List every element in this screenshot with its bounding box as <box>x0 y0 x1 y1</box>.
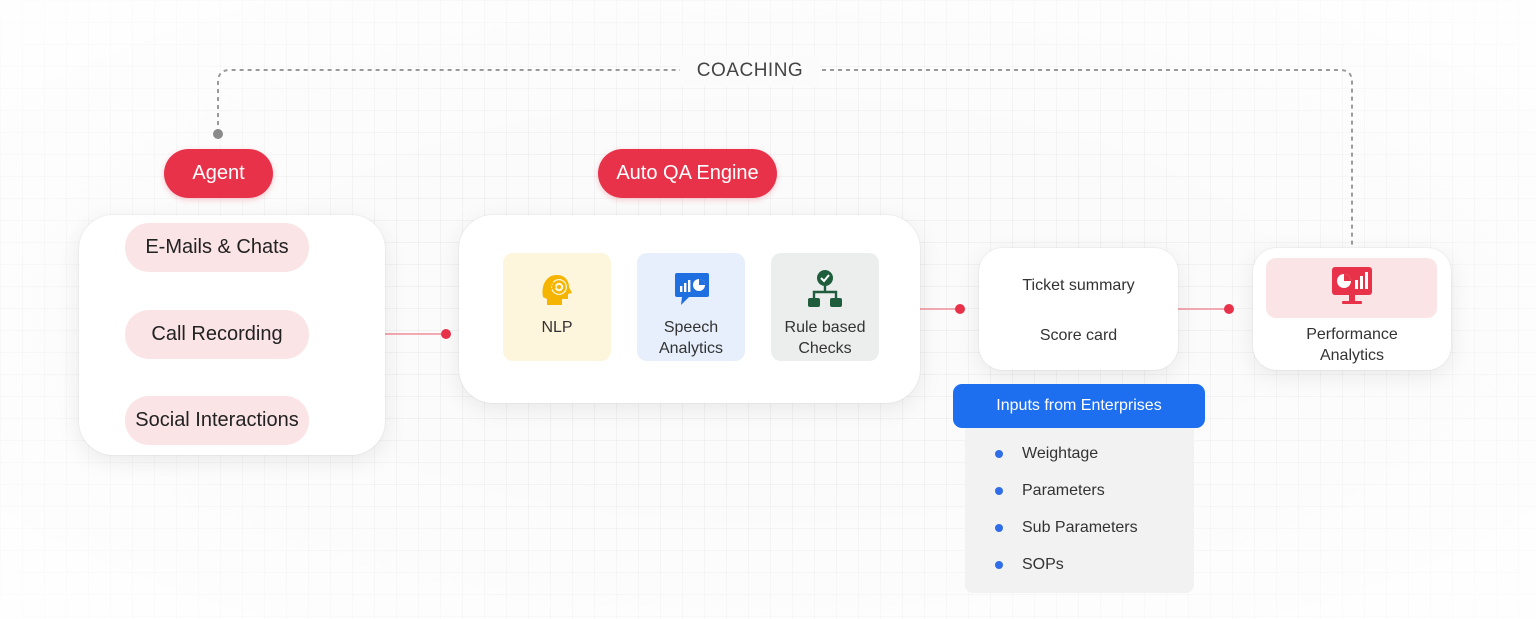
speech-analytics-tile: Speech Analytics <box>637 253 745 361</box>
nlp-label: NLP <box>541 319 573 336</box>
input-item: Weightage <box>995 442 1098 466</box>
input-item-label: Parameters <box>1022 482 1105 499</box>
input-item: SOPs <box>995 553 1064 577</box>
bullet-icon <box>995 524 1003 532</box>
coaching-loop-line-right <box>822 69 1353 248</box>
score-card-label: Score card <box>1039 327 1118 344</box>
head-gear-icon <box>542 275 572 305</box>
input-item: Sub Parameters <box>995 516 1138 540</box>
bullet-icon <box>995 450 1003 458</box>
agent-title: Agent <box>164 149 273 198</box>
source-call-recording: Call Recording <box>125 310 309 359</box>
speech-chart-icon <box>675 273 709 305</box>
input-item-label: SOPs <box>1022 556 1064 573</box>
coaching-loop-line <box>217 69 680 133</box>
rule-checks-label: Rule based Checks <box>784 319 866 357</box>
coaching-end-dot <box>213 129 223 139</box>
performance-input-dot <box>1224 304 1234 314</box>
rule-checks-tile: Rule based Checks <box>771 253 879 361</box>
coaching-label: COACHING <box>680 56 820 86</box>
input-item: Parameters <box>995 479 1105 503</box>
input-item-label: Weightage <box>1022 445 1099 462</box>
performance-label: Performance Analytics <box>1306 326 1398 364</box>
monitor-chart-icon <box>1332 267 1372 304</box>
input-item-label: Sub Parameters <box>1022 519 1138 536</box>
enterprise-inputs-title: Inputs from Enterprises <box>953 384 1205 428</box>
source-emails-chats: E-Mails & Chats <box>125 223 309 272</box>
engine-title: Auto QA Engine <box>598 149 777 198</box>
engine-input-dot <box>441 329 451 339</box>
outputs-input-dot <box>955 304 965 314</box>
speech-analytics-label: Speech Analytics <box>658 319 724 357</box>
nlp-tile: NLP <box>503 253 611 361</box>
source-social-interactions: Social Interactions <box>125 396 309 445</box>
ticket-summary-label: Ticket summary <box>1022 277 1135 294</box>
outputs-card <box>979 248 1178 370</box>
bullet-icon <box>995 561 1003 569</box>
flowchart-check-icon <box>808 270 842 307</box>
enterprise-inputs-box: Weightage Parameters Sub Parameters SOPs <box>965 428 1194 593</box>
bullet-icon <box>995 487 1003 495</box>
